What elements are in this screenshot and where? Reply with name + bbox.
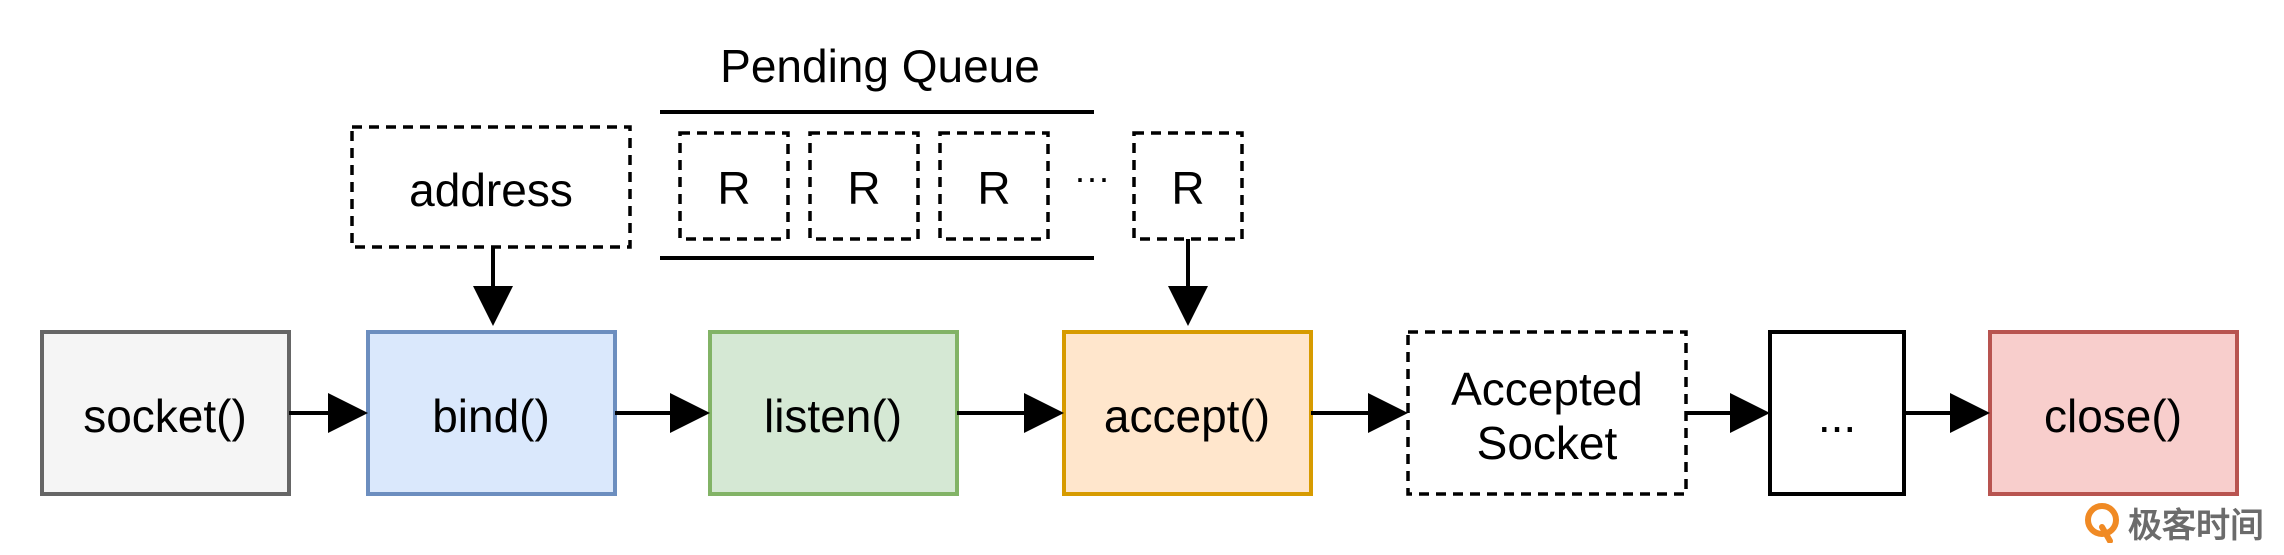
accepted-socket-label-line1: Accepted [1451,363,1643,415]
geekbang-logo-icon [2085,502,2119,543]
queue-request-1: R [678,131,790,241]
accepted-socket-step: Accepted Socket [1406,330,1688,496]
address-label: address [409,164,573,216]
close-step: close() [1988,330,2239,496]
close-label: close() [2044,390,2182,442]
socket-step: socket() [40,330,291,496]
queue-ellipsis: ··· [1074,157,1110,198]
pending-queue-title: Pending Queue [720,40,1040,92]
queue-request-3: R [938,131,1050,241]
bind-step: bind() [366,330,617,496]
watermark-text: 极客时间 [2128,506,2264,546]
geekbang-watermark: 极客时间 [2084,498,2264,547]
address-box: address [350,125,632,249]
queue-request-label: R [977,162,1010,214]
more-steps: ... [1768,330,1906,496]
listen-label: listen() [764,390,902,442]
socket-label: socket() [83,390,247,442]
queue-request-label: R [1171,162,1204,214]
queue-request-2: R [808,131,920,241]
bind-label: bind() [432,390,550,442]
more-steps-label: ... [1818,390,1856,442]
listen-step: listen() [708,330,959,496]
queue-request-next: R [1132,131,1244,241]
accepted-socket-label-line2: Socket [1477,417,1618,469]
accept-step: accept() [1062,330,1313,496]
queue-request-label: R [717,162,750,214]
accept-label: accept() [1104,390,1270,442]
queue-request-label: R [847,162,880,214]
